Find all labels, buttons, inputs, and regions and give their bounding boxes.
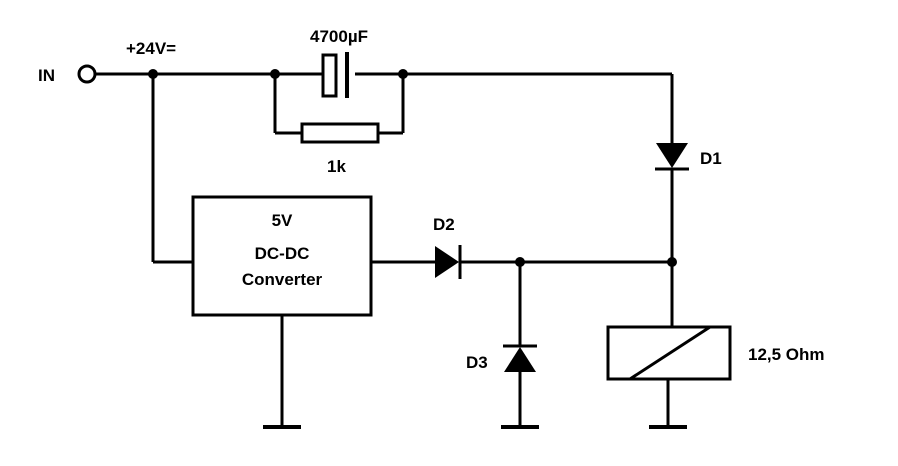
supply-rail: [95, 72, 672, 264]
input-terminal-circle: [77, 64, 97, 84]
diode-d1-label: D1: [700, 149, 722, 168]
relay-resistance-label: 12,5 Ohm: [748, 345, 825, 364]
relay-coil: [606, 325, 732, 381]
diode-d3: [503, 344, 537, 372]
converter-ground: [263, 315, 301, 429]
junction-dots: [148, 69, 677, 267]
dc-dc-converter: [191, 195, 373, 317]
resistor-branch: [273, 74, 405, 135]
junction-dot: [148, 69, 158, 79]
junction-dot: [270, 69, 280, 79]
relay-ground: [649, 379, 687, 429]
capacitor-value-label: 4700µF: [310, 27, 368, 46]
converter-name-label: Converter: [242, 270, 323, 289]
input-terminal-label: IN: [38, 66, 55, 85]
diode-d2: [435, 245, 462, 279]
supply-voltage-label: +24V=: [126, 39, 176, 58]
d3-branch: [501, 262, 539, 429]
diode-d1: [655, 143, 689, 171]
converter-voltage-label: 5V: [272, 211, 293, 230]
capacitor: [321, 52, 349, 98]
diode-d3-label: D3: [466, 353, 488, 372]
junction-dot: [515, 257, 525, 267]
converter-type-label: DC-DC: [255, 244, 310, 263]
junction-dot: [667, 257, 677, 267]
diode-d2-label: D2: [433, 215, 455, 234]
resistor-value-label: 1k: [327, 157, 346, 176]
resistor: [300, 122, 380, 144]
junction-dot: [398, 69, 408, 79]
